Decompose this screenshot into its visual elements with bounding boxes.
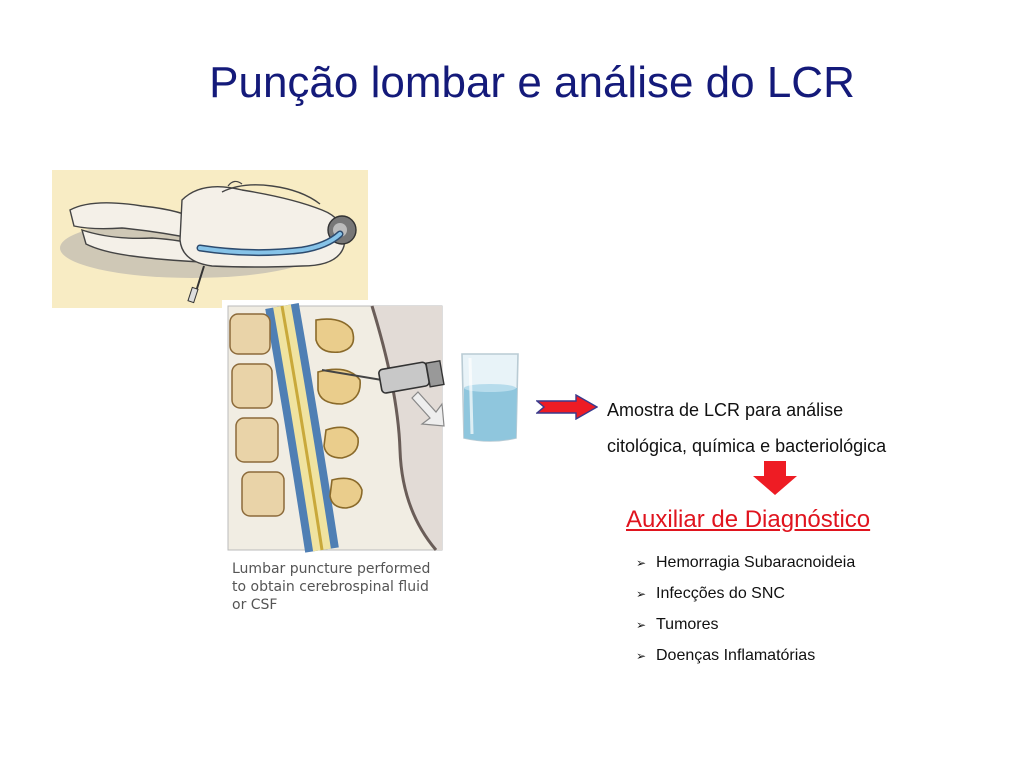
arrow-bullet-icon: ➢ bbox=[636, 587, 647, 601]
illustration-caption: Lumbar puncture performed to obtain cere… bbox=[232, 560, 458, 614]
lumbar-puncture-illustration bbox=[222, 300, 454, 626]
slide-title: Punção lombar e análise do LCR bbox=[209, 58, 855, 107]
caption-line: Lumbar puncture performed bbox=[232, 561, 431, 577]
list-item-text: Infecções do SNC bbox=[656, 585, 785, 602]
caption-line: to obtain cerebrospinal fluid bbox=[232, 579, 429, 595]
arrow-bullet-icon: ➢ bbox=[636, 649, 647, 663]
sample-line: Amostra de LCR para análise bbox=[607, 400, 844, 420]
arrow-down-icon bbox=[753, 461, 797, 495]
list-item-text: Doenças Inflamatórias bbox=[656, 647, 816, 664]
list-item: ➢ Doenças Inflamatórias bbox=[636, 645, 855, 676]
arrow-right-icon bbox=[536, 394, 598, 420]
sample-line: citológica, química e bacteriológica bbox=[607, 436, 887, 456]
caption-line: or CSF bbox=[232, 597, 278, 613]
list-item: ➢ Infecções do SNC bbox=[636, 583, 855, 614]
list-item: ➢ Tumores bbox=[636, 614, 855, 645]
diagnosis-heading: Auxiliar de Diagnóstico bbox=[626, 506, 871, 533]
list-item: ➢ Hemorragia Subaracnoideia bbox=[636, 552, 855, 583]
sample-description: Amostra de LCR para análise citológica, … bbox=[607, 392, 1007, 464]
list-item-text: Hemorragia Subaracnoideia bbox=[656, 554, 856, 571]
list-item-text: Tumores bbox=[656, 616, 719, 633]
arrow-bullet-icon: ➢ bbox=[636, 618, 647, 632]
arrow-bullet-icon: ➢ bbox=[636, 556, 647, 570]
patient-position-illustration bbox=[52, 170, 368, 308]
beaker-illustration bbox=[461, 353, 519, 442]
diagnosis-list: ➢ Hemorragia Subaracnoideia ➢ Infecções … bbox=[636, 552, 855, 676]
